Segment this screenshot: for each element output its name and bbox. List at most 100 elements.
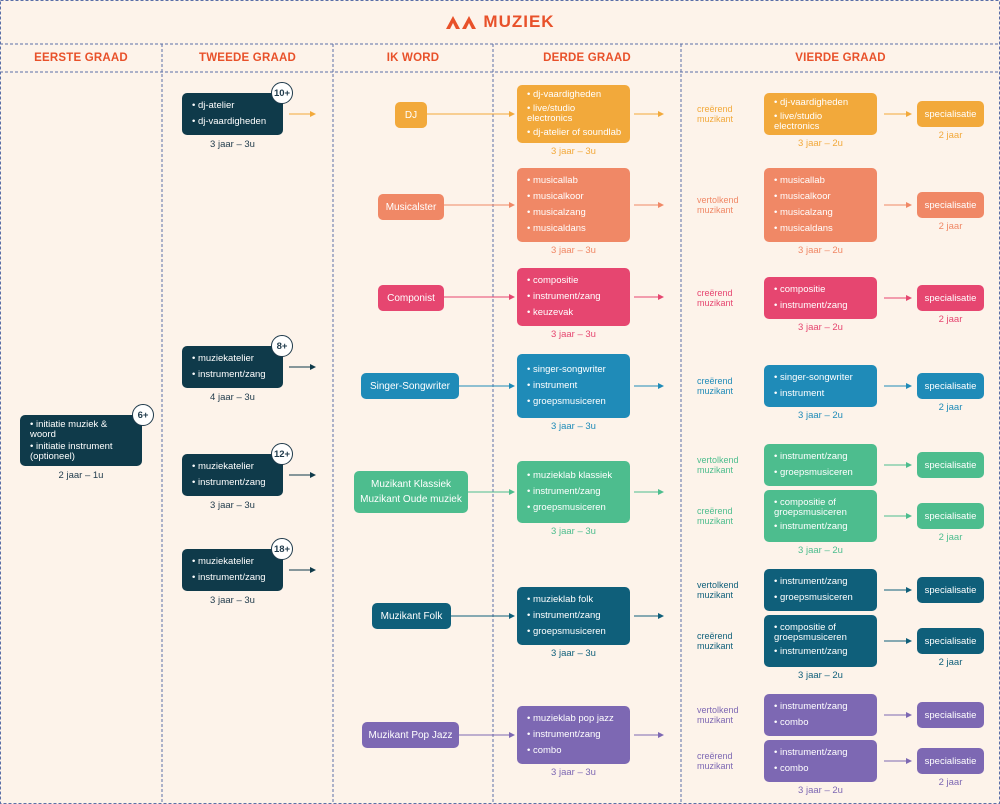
- specialisatie-button[interactable]: specialisatie: [917, 748, 984, 774]
- list-item: keuzevak: [527, 305, 620, 321]
- vierde-arrow-2: [884, 295, 912, 301]
- specialisatie-button[interactable]: specialisatie: [917, 285, 984, 311]
- derde-graad-duration-6: 3 jaar – 3u: [551, 767, 596, 778]
- vierde-graad-box-9[interactable]: instrument/zangcombo: [764, 740, 877, 782]
- age-badge: 12+: [271, 443, 293, 465]
- tweede-arrow-3: [289, 567, 316, 573]
- list-item: musicaldans: [527, 221, 620, 237]
- list-item: compositie of groepsmusiceren: [774, 498, 867, 518]
- vierde-arrow-5: [884, 513, 912, 519]
- list-item: groepsmusiceren: [774, 590, 867, 606]
- ikword-box-1[interactable]: Musicalster: [378, 194, 444, 220]
- list-item: combo: [527, 743, 620, 759]
- tweede-graad-box-0[interactable]: dj-atelierdj-vaardigheden: [182, 93, 283, 135]
- specialisatie-button[interactable]: specialisatie: [917, 577, 984, 603]
- list-item: instrument/zang: [527, 484, 620, 500]
- column-header-eerste: EERSTE GRAAD: [34, 52, 128, 64]
- vierde-arrow-0: [884, 111, 912, 117]
- list-item: instrument/zang: [527, 289, 620, 305]
- ikword-derde-connector-5: [451, 613, 515, 619]
- vierde-graad-duration-2: 3 jaar – 2u: [798, 322, 843, 333]
- derde-arrow-1: [634, 202, 664, 208]
- ikword-box-3[interactable]: Singer-Songwriter: [361, 373, 459, 399]
- ikword-box-5[interactable]: Muzikant Folk: [372, 603, 451, 629]
- derde-graad-box-0[interactable]: dj-vaardighedenlive/studio electronicsdj…: [517, 85, 630, 143]
- list-item: initiatie muziek & woord: [30, 419, 132, 440]
- vierde-graad-box-6[interactable]: instrument/zanggroepsmusiceren: [764, 569, 877, 611]
- list-item: instrument/zang: [527, 608, 620, 624]
- list-item: musicalkoor: [774, 189, 867, 205]
- tweede-graad-box-1[interactable]: muziekatelierinstrument/zang: [182, 346, 283, 388]
- list-item: muzieklab folk: [527, 592, 620, 608]
- vierde-graad-box-7[interactable]: compositie of groepsmusicereninstrument/…: [764, 615, 877, 667]
- list-item: instrument/zang: [774, 298, 867, 314]
- role-label: creërend muzikant: [697, 506, 734, 526]
- specialisatie-button[interactable]: specialisatie: [917, 192, 984, 218]
- specialisatie-button[interactable]: specialisatie: [917, 452, 984, 478]
- age-badge: 8+: [271, 335, 293, 357]
- list-item: instrument/zang: [774, 574, 867, 590]
- vierde-graad-box-0[interactable]: dj-vaardighedenlive/studio electronics: [764, 93, 877, 135]
- derde-graad-box-6[interactable]: muzieklab pop jazzinstrument/zangcombo: [517, 706, 630, 764]
- specialisatie-duration: 2 jaar: [938, 657, 963, 668]
- list-item: instrument/zang: [774, 644, 867, 660]
- ikword-label: Musicalster: [385, 201, 437, 213]
- role-label: creërend muzikant: [697, 631, 734, 651]
- ikword-derde-connector-3: [459, 383, 515, 389]
- list-item: compositie: [527, 273, 620, 289]
- ikword-box-6[interactable]: Muzikant Pop Jazz: [362, 722, 459, 748]
- derde-graad-box-1[interactable]: musicallabmusicalkoormusicalzangmusicald…: [517, 168, 630, 242]
- vierde-graad-box-2[interactable]: compositieinstrument/zang: [764, 277, 877, 319]
- specialisatie-button[interactable]: specialisatie: [917, 628, 984, 654]
- column-header-derde: DERDE GRAAD: [543, 52, 631, 64]
- specialisatie-button[interactable]: specialisatie: [917, 373, 984, 399]
- vierde-graad-duration-1: 3 jaar – 2u: [798, 245, 843, 256]
- derde-graad-duration-1: 3 jaar – 3u: [551, 245, 596, 256]
- ikword-derde-connector-0: [427, 111, 515, 117]
- ikword-box-0[interactable]: DJ: [395, 102, 427, 128]
- derde-graad-box-3[interactable]: singer-songwriterinstrumentgroepsmusicer…: [517, 354, 630, 418]
- list-item: instrument/zang: [192, 367, 273, 383]
- eerste-graad-box[interactable]: initiatie muziek & woordinitiatie instru…: [20, 415, 142, 466]
- vierde-graad-box-1[interactable]: musicallabmusicalkoormusicalzangmusicald…: [764, 168, 877, 242]
- specialisatie-button[interactable]: specialisatie: [917, 503, 984, 529]
- ikword-label-2: Muzikant Oude muziek: [360, 494, 462, 505]
- tweede-graad-box-3[interactable]: muziekatelierinstrument/zang: [182, 549, 283, 591]
- list-item: combo: [774, 761, 867, 777]
- derde-arrow-5: [634, 613, 664, 619]
- tweede-graad-duration-2: 3 jaar – 3u: [210, 500, 255, 511]
- vierde-graad-box-8[interactable]: instrument/zangcombo: [764, 694, 877, 736]
- derde-graad-duration-4: 3 jaar – 3u: [551, 526, 596, 537]
- specialisatie-duration: 2 jaar: [938, 221, 963, 232]
- connector-arrows: [289, 111, 912, 764]
- derde-graad-box-4[interactable]: muzieklab klassiekinstrument/zanggroepsm…: [517, 461, 630, 523]
- vierde-arrow-1: [884, 202, 912, 208]
- ikword-box-2[interactable]: Componist: [378, 285, 444, 311]
- list-item: musicaldans: [774, 221, 867, 237]
- vierde-arrow-8: [884, 712, 912, 718]
- ikword-derde-connector-4: [468, 489, 515, 495]
- list-item: instrument/zang: [192, 570, 273, 586]
- page-header: MUZIEK: [0, 0, 1000, 44]
- vierde-arrow-4: [884, 462, 912, 468]
- vierde-graad-box-4[interactable]: instrument/zanggroepsmusiceren: [764, 444, 877, 486]
- tweede-graad-box-2[interactable]: muziekatelierinstrument/zang: [182, 454, 283, 496]
- specialisatie-button[interactable]: specialisatie: [917, 702, 984, 728]
- role-label: creërend muzikant: [697, 104, 734, 124]
- derde-arrow-0: [634, 111, 664, 117]
- list-item: instrument/zang: [774, 519, 867, 535]
- vierde-graad-box-5[interactable]: compositie of groepsmusicereninstrument/…: [764, 490, 877, 542]
- list-item: instrument: [527, 378, 620, 394]
- derde-graad-box-5[interactable]: muzieklab folkinstrument/zanggroepsmusic…: [517, 587, 630, 645]
- ikword-derde-connector-1: [444, 202, 515, 208]
- ikword-label: Singer-Songwriter: [369, 380, 451, 392]
- list-item: musicalzang: [774, 205, 867, 221]
- list-item: instrument: [774, 386, 867, 402]
- list-item: groepsmusiceren: [527, 500, 620, 516]
- specialisatie-duration: 2 jaar: [938, 130, 963, 141]
- specialisatie-button[interactable]: specialisatie: [917, 101, 984, 127]
- derde-graad-box-2[interactable]: compositieinstrument/zangkeuzevak: [517, 268, 630, 326]
- vierde-graad-box-3[interactable]: singer-songwriterinstrument: [764, 365, 877, 407]
- tweede-graad-duration-1: 4 jaar – 3u: [210, 392, 255, 403]
